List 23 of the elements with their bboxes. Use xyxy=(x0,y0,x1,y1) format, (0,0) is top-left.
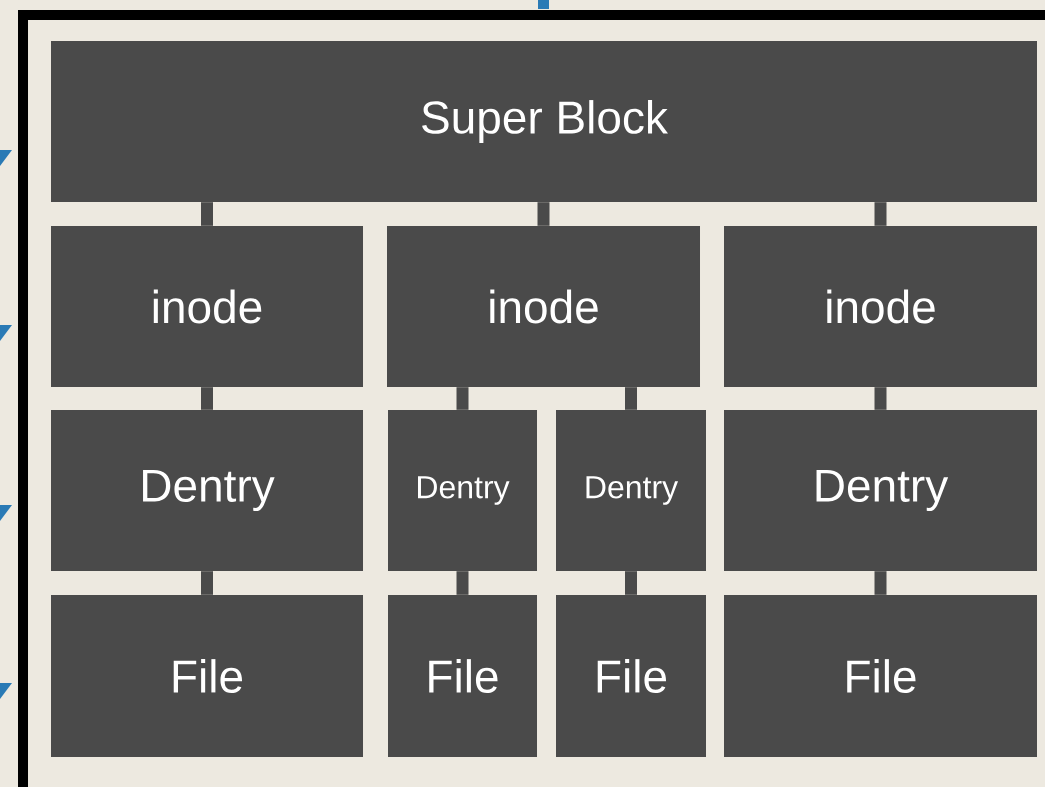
process-box: Dentry xyxy=(51,410,363,571)
process-box: File xyxy=(556,595,706,757)
connector xyxy=(874,202,887,226)
process-box: File xyxy=(51,595,363,757)
connector xyxy=(625,387,637,410)
process-box: inode xyxy=(387,226,700,387)
connector xyxy=(201,202,213,226)
process-box: File xyxy=(388,595,537,757)
connector xyxy=(874,571,887,595)
process-box: Dentry xyxy=(388,410,537,571)
process-box: Super Block xyxy=(51,41,1037,202)
process-box: inode xyxy=(724,226,1037,387)
connector xyxy=(201,387,213,410)
connector xyxy=(537,202,550,226)
connector xyxy=(874,387,887,410)
connector xyxy=(201,571,213,595)
connector xyxy=(456,571,469,595)
process-box: Dentry xyxy=(556,410,706,571)
connector xyxy=(625,571,637,595)
connector xyxy=(456,387,469,410)
process-box: File xyxy=(724,595,1037,757)
process-box: inode xyxy=(51,226,363,387)
process-box: Dentry xyxy=(724,410,1037,571)
